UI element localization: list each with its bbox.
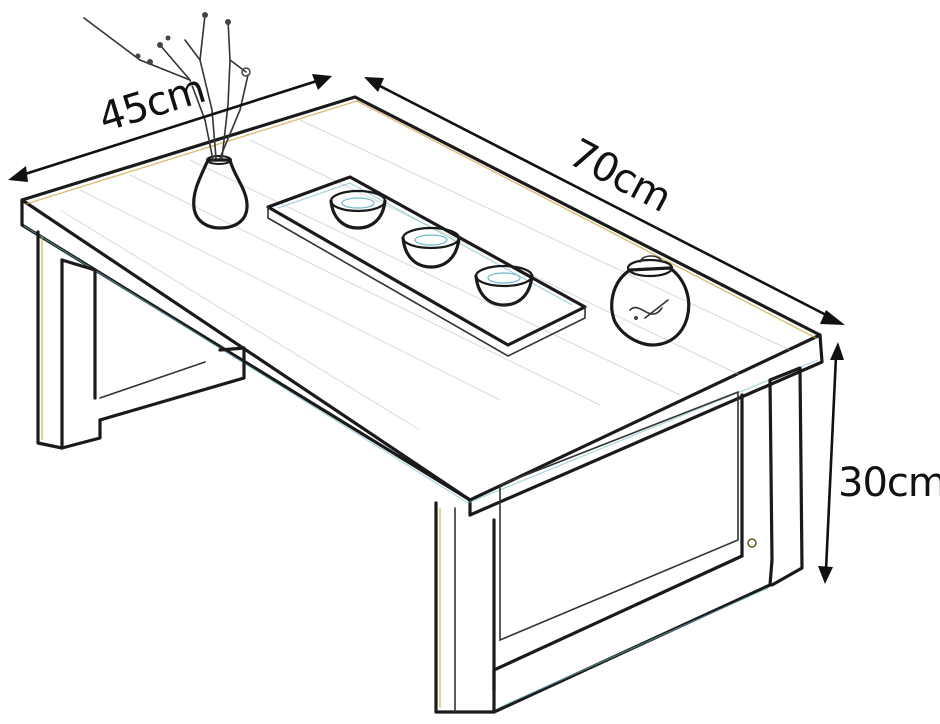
- tea-cup: [401, 226, 461, 269]
- tea-tray: [266, 175, 587, 357]
- height-label: 30cm: [838, 460, 940, 506]
- vase-with-branches: [83, 12, 251, 230]
- height-dimension: [818, 342, 844, 584]
- tea-jar: [610, 255, 691, 347]
- length-dimension: [364, 77, 845, 325]
- width-label: 45cm: [93, 66, 210, 142]
- width-dimension: [8, 74, 332, 182]
- tea-cup: [474, 264, 534, 307]
- left-leg-frame: [36, 230, 246, 450]
- tea-cup: [329, 189, 387, 230]
- table-top: [20, 95, 824, 517]
- right-leg-frame: [434, 366, 804, 714]
